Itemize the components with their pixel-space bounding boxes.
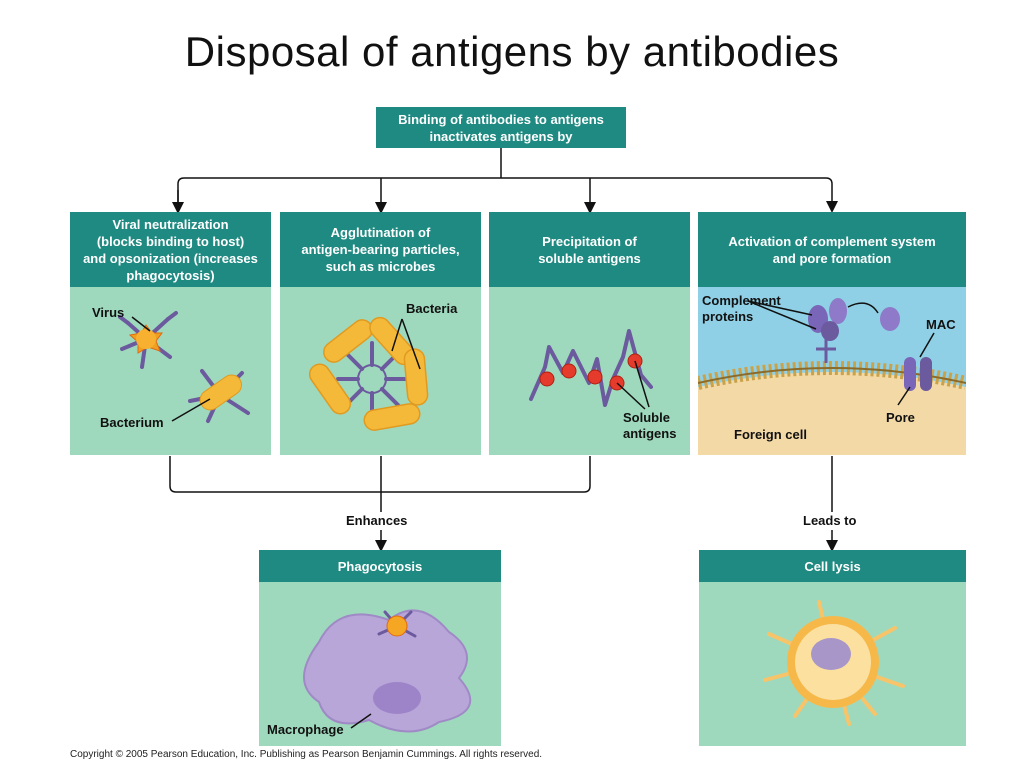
panel-phagocytosis: Macrophage bbox=[259, 582, 501, 746]
header-phagocytosis: Phagocytosis bbox=[259, 550, 501, 582]
label-leads-to: Leads to bbox=[803, 513, 857, 528]
virus-icon bbox=[118, 311, 178, 369]
label-enhances: Enhances bbox=[346, 513, 408, 528]
panel-precipitation: Soluble antigens bbox=[489, 287, 690, 455]
label-macrophage: Macrophage bbox=[267, 722, 344, 737]
header-agglutination: Agglutination of antigen-bearing particl… bbox=[280, 212, 481, 287]
slide-title: Disposal of antigens by antibodies bbox=[184, 28, 840, 75]
label-pore: Pore bbox=[886, 410, 915, 425]
soluble-antigens bbox=[539, 353, 643, 391]
foreign-cell-membrane bbox=[698, 372, 966, 455]
copyright-notice: Copyright © 2005 Pearson Education, Inc.… bbox=[70, 749, 543, 760]
neutralization-illustration bbox=[118, 311, 250, 423]
panel-viral-neutralization: Virus Bacterium bbox=[70, 287, 271, 455]
header-cell-lysis: Cell lysis bbox=[699, 550, 966, 582]
header-precipitation: Precipitation of soluble antigens bbox=[489, 212, 690, 287]
antibody-lattice bbox=[529, 329, 653, 407]
label-bacteria: Bacteria bbox=[406, 301, 458, 316]
mac-pore-icon bbox=[904, 357, 932, 391]
complement-protein-icon bbox=[808, 298, 847, 363]
label-complement-proteins: Complement proteins bbox=[702, 293, 781, 324]
engulfed-virus-icon bbox=[377, 610, 417, 638]
label-virus: Virus bbox=[92, 305, 125, 320]
phagocytosis-illustration bbox=[303, 609, 472, 733]
header-complement: Activation of complement system and pore… bbox=[698, 212, 966, 287]
macrophage-nucleus bbox=[373, 682, 421, 714]
complement-illustration bbox=[698, 298, 966, 455]
cell-lysis-illustration bbox=[763, 600, 905, 726]
precipitation-illustration bbox=[529, 329, 653, 410]
free-complement-protein bbox=[880, 307, 900, 331]
bottom-bracket-line bbox=[169, 456, 591, 493]
panel-complement: Complement proteins MAC Pore Foreign cel… bbox=[698, 287, 966, 455]
label-bacterium: Bacterium bbox=[100, 415, 164, 430]
complement-arrow bbox=[847, 302, 879, 314]
lysed-cell-nucleus bbox=[811, 638, 851, 670]
label-soluble-antigens: Soluble antigens bbox=[623, 410, 677, 441]
bacteria-cluster bbox=[308, 316, 429, 431]
agglutination-illustration bbox=[308, 316, 429, 431]
header-viral-neutralization: Viral neutralization (blocks binding to … bbox=[70, 212, 271, 287]
lysed-cell-icon bbox=[763, 600, 905, 726]
top-box: Binding of antibodies to antigens inacti… bbox=[376, 107, 626, 148]
bacterium-icon bbox=[188, 369, 250, 423]
top-bracket-line bbox=[177, 177, 838, 213]
label-mac: MAC bbox=[926, 317, 956, 332]
panel-cell-lysis bbox=[699, 582, 966, 746]
label-foreign-cell: Foreign cell bbox=[734, 427, 807, 442]
panel-agglutination: Bacteria bbox=[280, 287, 481, 455]
